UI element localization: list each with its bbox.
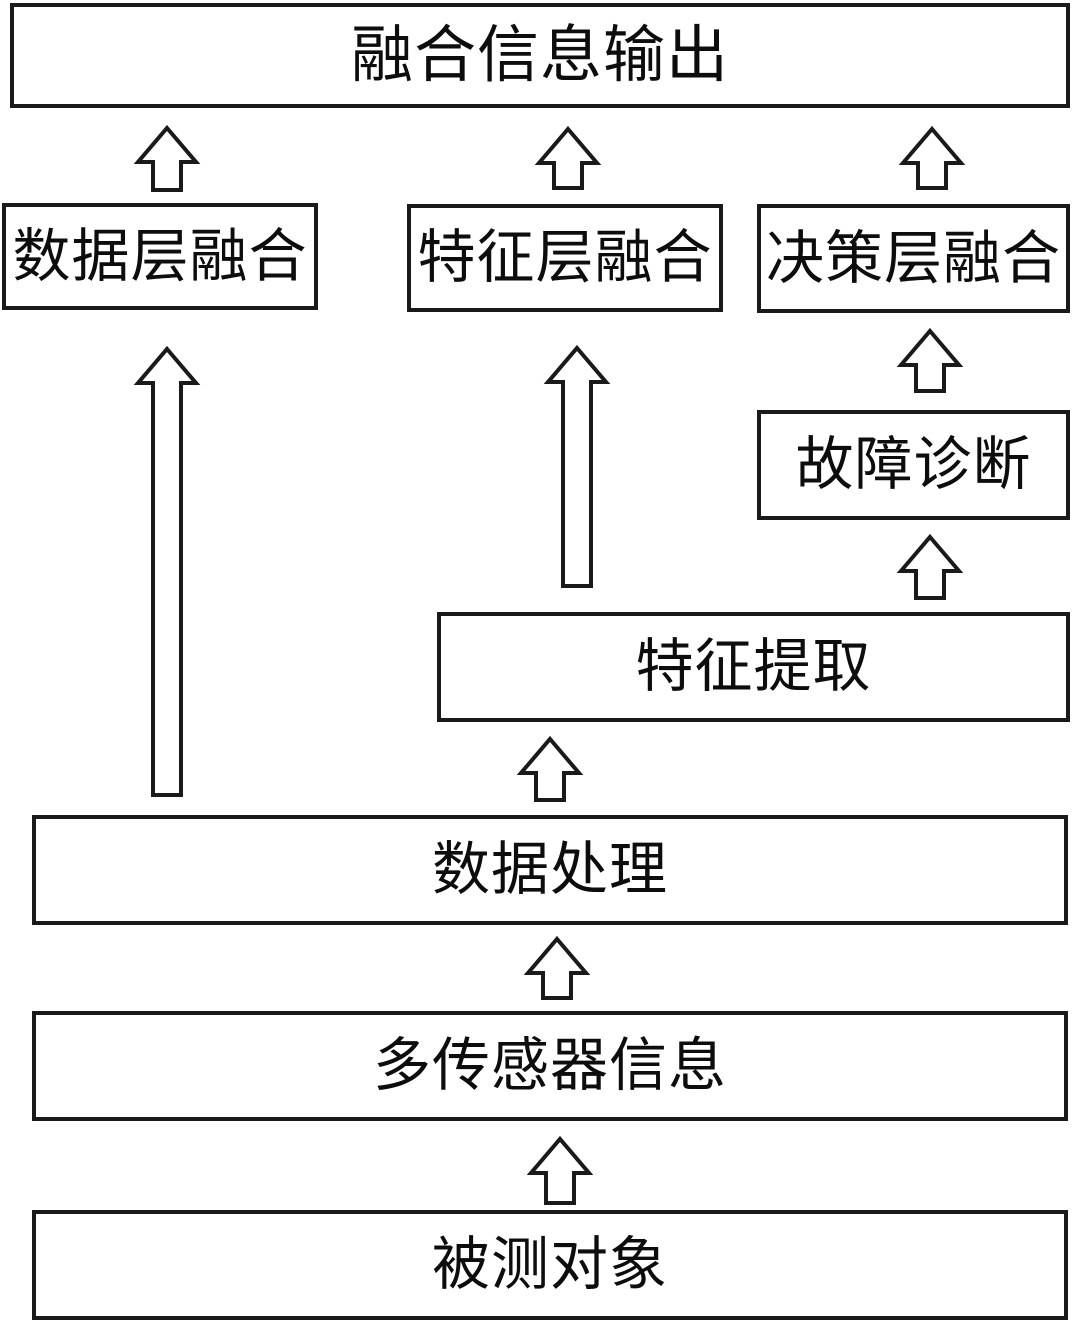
node-measured-object-label: 被测对象 (431, 1232, 668, 1297)
node-decision-layer-fusion-label: 决策层融合 (765, 225, 1061, 291)
arrow-up-icon-feature-extraction-to-feature-layer (543, 344, 611, 588)
node-decision-layer-fusion: 决策层融合 (757, 204, 1070, 313)
arrow-up-icon-measured-object-to-multi-sensor (526, 1135, 594, 1205)
node-data-processing-label: 数据处理 (431, 837, 668, 902)
arrow-up-icon-data-processing-to-feature-extraction (516, 735, 584, 802)
node-multi-sensor-info: 多传感器信息 (32, 1011, 1068, 1121)
arrow-up-icon-data-processing-to-data-layer (133, 345, 201, 797)
node-fault-diagnosis-label: 故障诊断 (795, 432, 1032, 497)
node-data-processing: 数据处理 (32, 815, 1068, 925)
arrow-up-icon-feature-extraction-to-fault-diagnosis (896, 533, 964, 600)
node-multi-sensor-info-label: 多传感器信息 (372, 1033, 727, 1098)
node-fusion-output-label: 融合信息输出 (350, 21, 729, 90)
node-feature-layer-fusion-label: 特征层融合 (417, 225, 713, 290)
node-feature-layer-fusion: 特征层融合 (407, 204, 723, 312)
node-fault-diagnosis: 故障诊断 (757, 410, 1070, 520)
node-feature-extraction-label: 特征提取 (635, 634, 872, 699)
arrow-up-icon-decision-layer-to-output (898, 125, 966, 190)
node-fusion-output: 融合信息输出 (10, 3, 1070, 108)
arrow-up-icon-data-layer-to-output (133, 124, 201, 192)
node-data-layer-fusion: 数据层融合 (2, 203, 318, 310)
arrow-up-icon-feature-layer-to-output (534, 125, 602, 190)
node-measured-object: 被测对象 (32, 1210, 1068, 1320)
arrow-up-icon-fault-diagnosis-to-decision-layer (896, 327, 964, 393)
arrow-up-icon-multi-sensor-to-data-processing (523, 935, 591, 1000)
node-feature-extraction: 特征提取 (437, 612, 1070, 722)
node-data-layer-fusion-label: 数据层融合 (12, 223, 308, 289)
